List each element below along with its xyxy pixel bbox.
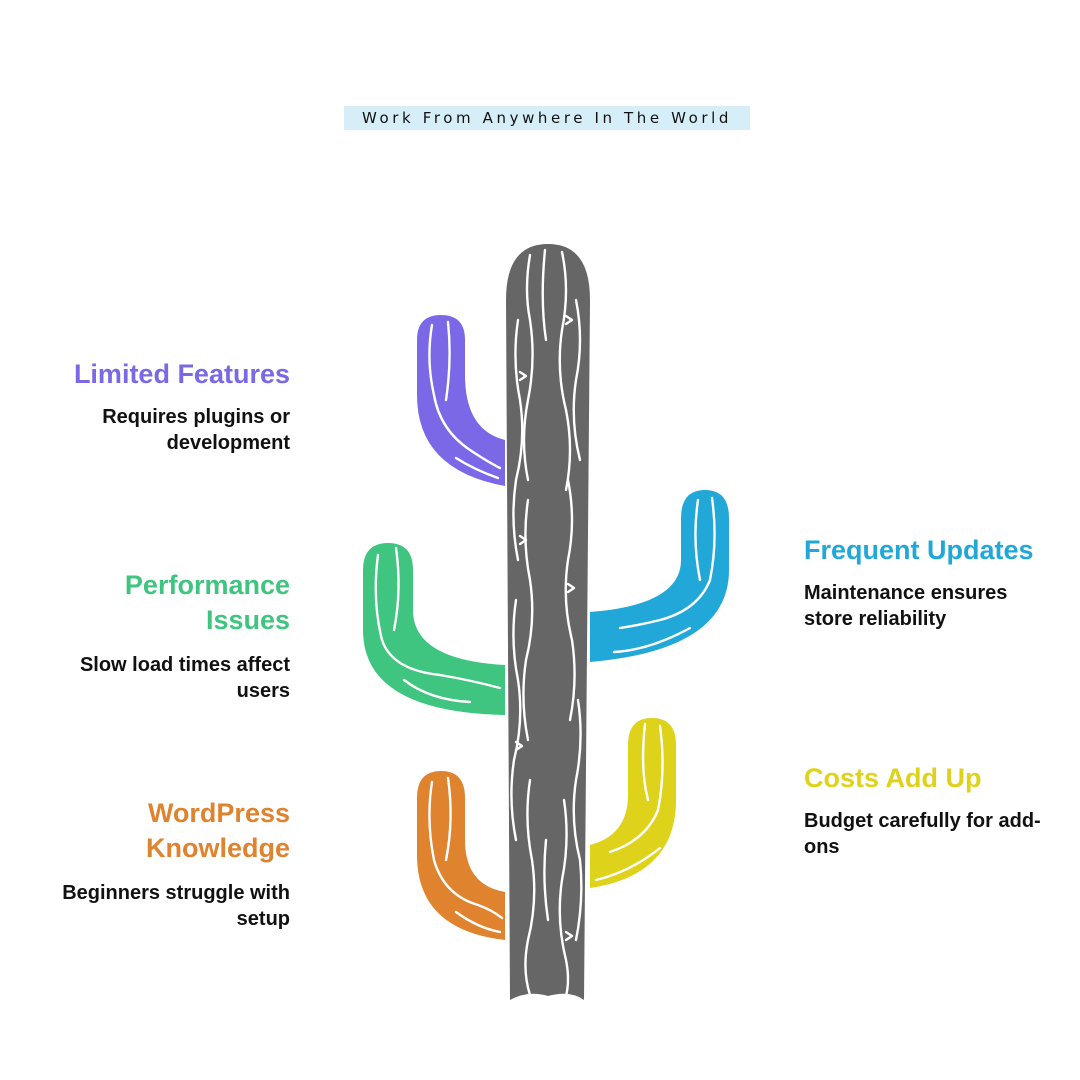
branch-description: Requires plugins or development bbox=[102, 406, 290, 454]
branch-limited-features: Limited Features Requires plugins or dev… bbox=[30, 357, 290, 456]
branch-title: Limited Features bbox=[73, 359, 290, 389]
branch-description: Beginners struggle with setup bbox=[62, 882, 290, 930]
banner: Work From Anywhere In The World bbox=[344, 106, 750, 130]
branch-description: Budget carefully for add-ons bbox=[804, 810, 1041, 858]
arm-performance-issues bbox=[363, 543, 505, 715]
branch-title: WordPress Knowledge bbox=[145, 798, 290, 863]
arm-costs-add-up bbox=[590, 718, 676, 888]
branch-performance-issues: Performance Issues Slow load times affec… bbox=[30, 568, 290, 704]
branch-costs-add-up: Costs Add Up Budget carefully for add-on… bbox=[804, 761, 1064, 860]
texture-lines bbox=[374, 248, 716, 998]
branch-frequent-updates: Frequent Updates Maintenance ensures sto… bbox=[804, 533, 1064, 632]
arm-frequent-updates bbox=[590, 490, 729, 662]
arm-wordpress-knowledge bbox=[417, 771, 505, 940]
cactus-trunk bbox=[506, 244, 590, 1000]
banner-text: Work From Anywhere In The World bbox=[361, 109, 733, 127]
branch-wordpress-knowledge: WordPress Knowledge Beginners struggle w… bbox=[30, 796, 290, 932]
branch-description: Slow load times affect users bbox=[79, 654, 290, 702]
branch-title: Frequent Updates bbox=[804, 535, 1034, 565]
branch-title: Performance Issues bbox=[124, 570, 290, 635]
arm-limited-features bbox=[417, 315, 505, 486]
branch-title: Costs Add Up bbox=[804, 763, 982, 793]
branch-description: Maintenance ensures store reliability bbox=[804, 582, 1008, 630]
